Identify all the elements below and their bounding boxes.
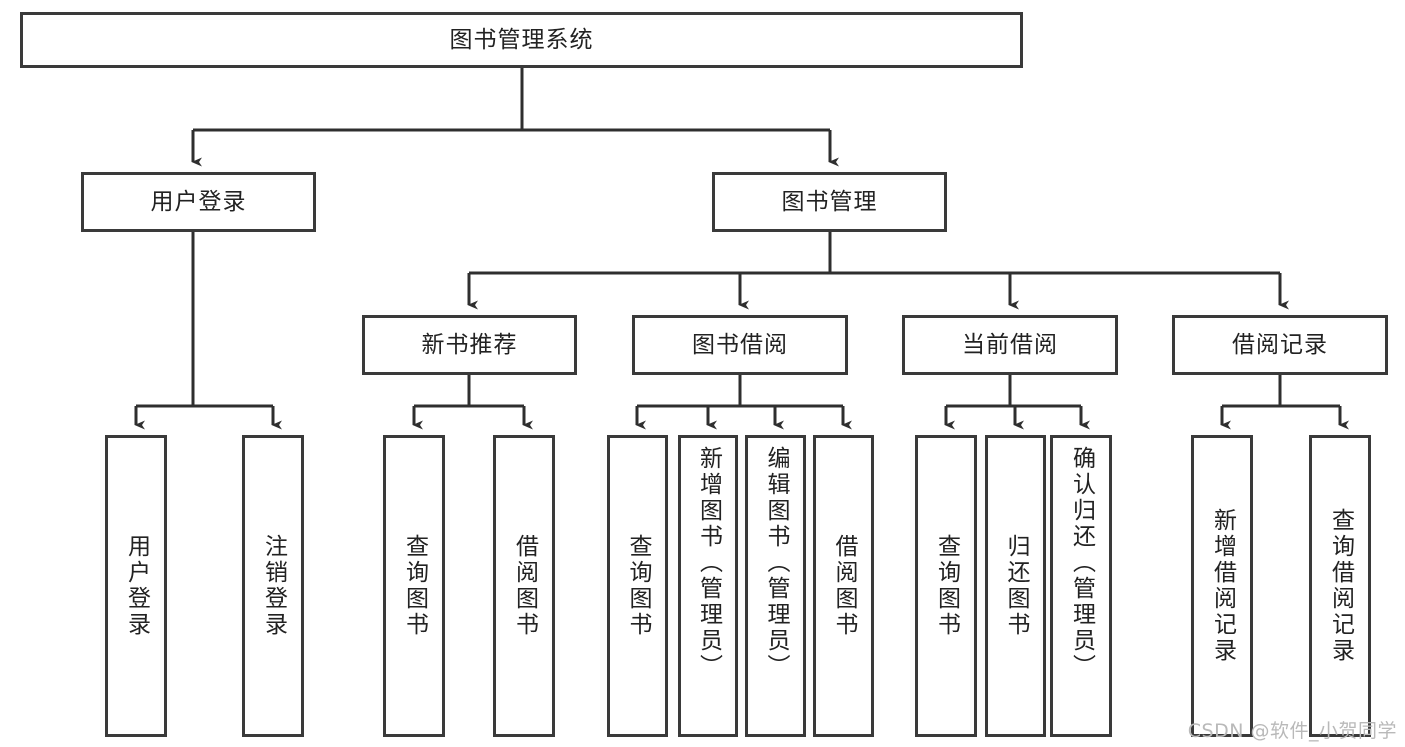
node-label: 借阅图书 — [511, 534, 538, 638]
node-label: 图书管理 — [781, 188, 878, 215]
node-label: 当前借阅 — [962, 331, 1058, 358]
node-label: 查询图书 — [625, 534, 651, 638]
node-label: 借阅记录 — [1232, 331, 1328, 358]
node-leaf-confirm-return[interactable]: 确认归还（管理员） — [1050, 435, 1112, 737]
node-leaf-query-book-recommend[interactable]: 查询图书 — [383, 435, 445, 737]
node-new-book-recommend[interactable]: 新书推荐 — [362, 315, 577, 375]
node-leaf-return-book[interactable]: 归还图书 — [985, 435, 1046, 737]
node-label: 查询借阅记录 — [1327, 508, 1354, 664]
node-label: 编辑图书（管理员） — [763, 446, 789, 680]
node-label: 归还图书 — [1003, 534, 1029, 638]
node-label: 查询图书 — [933, 534, 960, 638]
node-book-borrow[interactable]: 图书借阅 — [632, 315, 848, 375]
node-label: 查询图书 — [401, 534, 428, 638]
node-root-book-management-system[interactable]: 图书管理系统 — [20, 12, 1023, 68]
node-label: 用户登录 — [150, 188, 247, 215]
node-leaf-logout-login[interactable]: 注销登录 — [242, 435, 304, 737]
node-label: 新增图书（管理员） — [695, 446, 722, 680]
watermark-text: CSDN @软件_小贺同学 — [1187, 720, 1397, 742]
node-current-borrow[interactable]: 当前借阅 — [902, 315, 1118, 375]
node-leaf-add-book[interactable]: 新增图书（管理员） — [678, 435, 738, 737]
node-label: 借阅图书 — [831, 534, 857, 638]
node-leaf-user-login[interactable]: 用户登录 — [105, 435, 167, 737]
node-label: 新书推荐 — [421, 331, 518, 358]
node-book-management[interactable]: 图书管理 — [712, 172, 947, 232]
node-borrow-record[interactable]: 借阅记录 — [1172, 315, 1388, 375]
node-leaf-query-book-current[interactable]: 查询图书 — [915, 435, 977, 737]
node-label: 注销登录 — [260, 534, 287, 638]
node-leaf-query-book-borrow[interactable]: 查询图书 — [607, 435, 668, 737]
node-leaf-query-borrow-record[interactable]: 查询借阅记录 — [1309, 435, 1371, 737]
node-leaf-edit-book[interactable]: 编辑图书（管理员） — [745, 435, 806, 737]
node-leaf-borrow-book-recommend[interactable]: 借阅图书 — [493, 435, 555, 737]
node-leaf-borrow-book[interactable]: 借阅图书 — [813, 435, 874, 737]
node-label: 图书管理系统 — [449, 26, 594, 53]
node-leaf-add-borrow-record[interactable]: 新增借阅记录 — [1191, 435, 1253, 737]
node-user-login[interactable]: 用户登录 — [81, 172, 316, 232]
node-label: 用户登录 — [123, 534, 150, 638]
node-label: 新增借阅记录 — [1209, 508, 1236, 664]
node-label: 确认归还（管理员） — [1068, 446, 1095, 680]
node-label: 图书借阅 — [692, 331, 788, 358]
